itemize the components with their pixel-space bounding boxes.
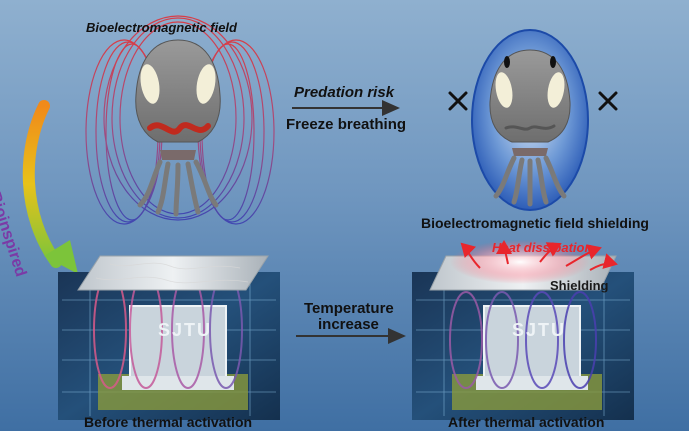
label-heat-dissipation: Heat dissipation	[492, 240, 593, 255]
label-temperature: Temperature	[304, 300, 394, 317]
label-increase: increase	[318, 316, 379, 333]
label-after-activation: After thermal activation	[448, 414, 605, 430]
cross-icon-left	[448, 91, 468, 111]
board-after	[412, 240, 634, 420]
cross-icon-right	[598, 91, 618, 111]
squid-with-field	[85, 15, 275, 225]
squid-left	[135, 39, 221, 217]
chip-text-right: SJTU	[512, 320, 567, 340]
label-predation-risk: Predation risk	[294, 84, 395, 101]
chip-text-left: SJTU	[158, 320, 213, 340]
board-before	[58, 255, 280, 420]
label-shielding: Shielding	[550, 278, 609, 293]
label-field-shielding: Bioelectromagnetic field shielding	[421, 215, 649, 231]
shielded-squid	[471, 29, 589, 211]
label-freeze-breathing: Freeze breathing	[286, 116, 407, 133]
field-loops-after	[449, 291, 597, 389]
label-bioelectromagnetic-field: Bioelectromagnetic field	[86, 20, 237, 35]
label-before-activation: Before thermal activation	[84, 414, 253, 430]
heat-arrows	[460, 240, 618, 271]
curved-arrow-icon	[22, 100, 78, 274]
